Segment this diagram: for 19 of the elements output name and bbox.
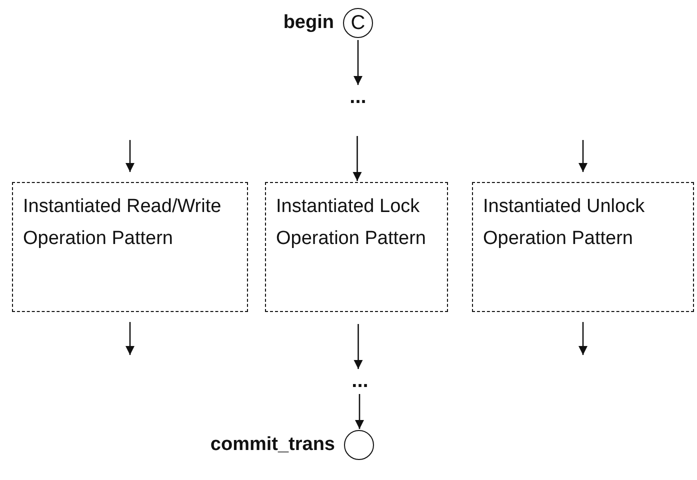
pattern-box (472, 182, 694, 312)
arrow (352, 136, 362, 181)
pattern-label: Instantiated Read/Write Operation Pattern (23, 196, 222, 249)
node-caption: begin (283, 12, 334, 34)
arrow (125, 140, 135, 172)
ellipsis-text: ... (352, 370, 368, 392)
node-label: C (350, 12, 366, 34)
node-caption: commit_trans (210, 434, 335, 456)
arrow (125, 322, 135, 355)
ellipsis-text: ... (350, 86, 366, 108)
pattern-box (265, 182, 448, 312)
pattern-label: Instantiated Lock Operation Pattern (276, 196, 426, 249)
arrow (578, 140, 588, 172)
pattern-label: Instantiated Unlock Operation Pattern (483, 196, 645, 249)
arrow (353, 40, 363, 85)
pattern-box (12, 182, 248, 312)
arrow (354, 394, 364, 429)
arrow (578, 322, 588, 355)
arrow (354, 324, 363, 369)
